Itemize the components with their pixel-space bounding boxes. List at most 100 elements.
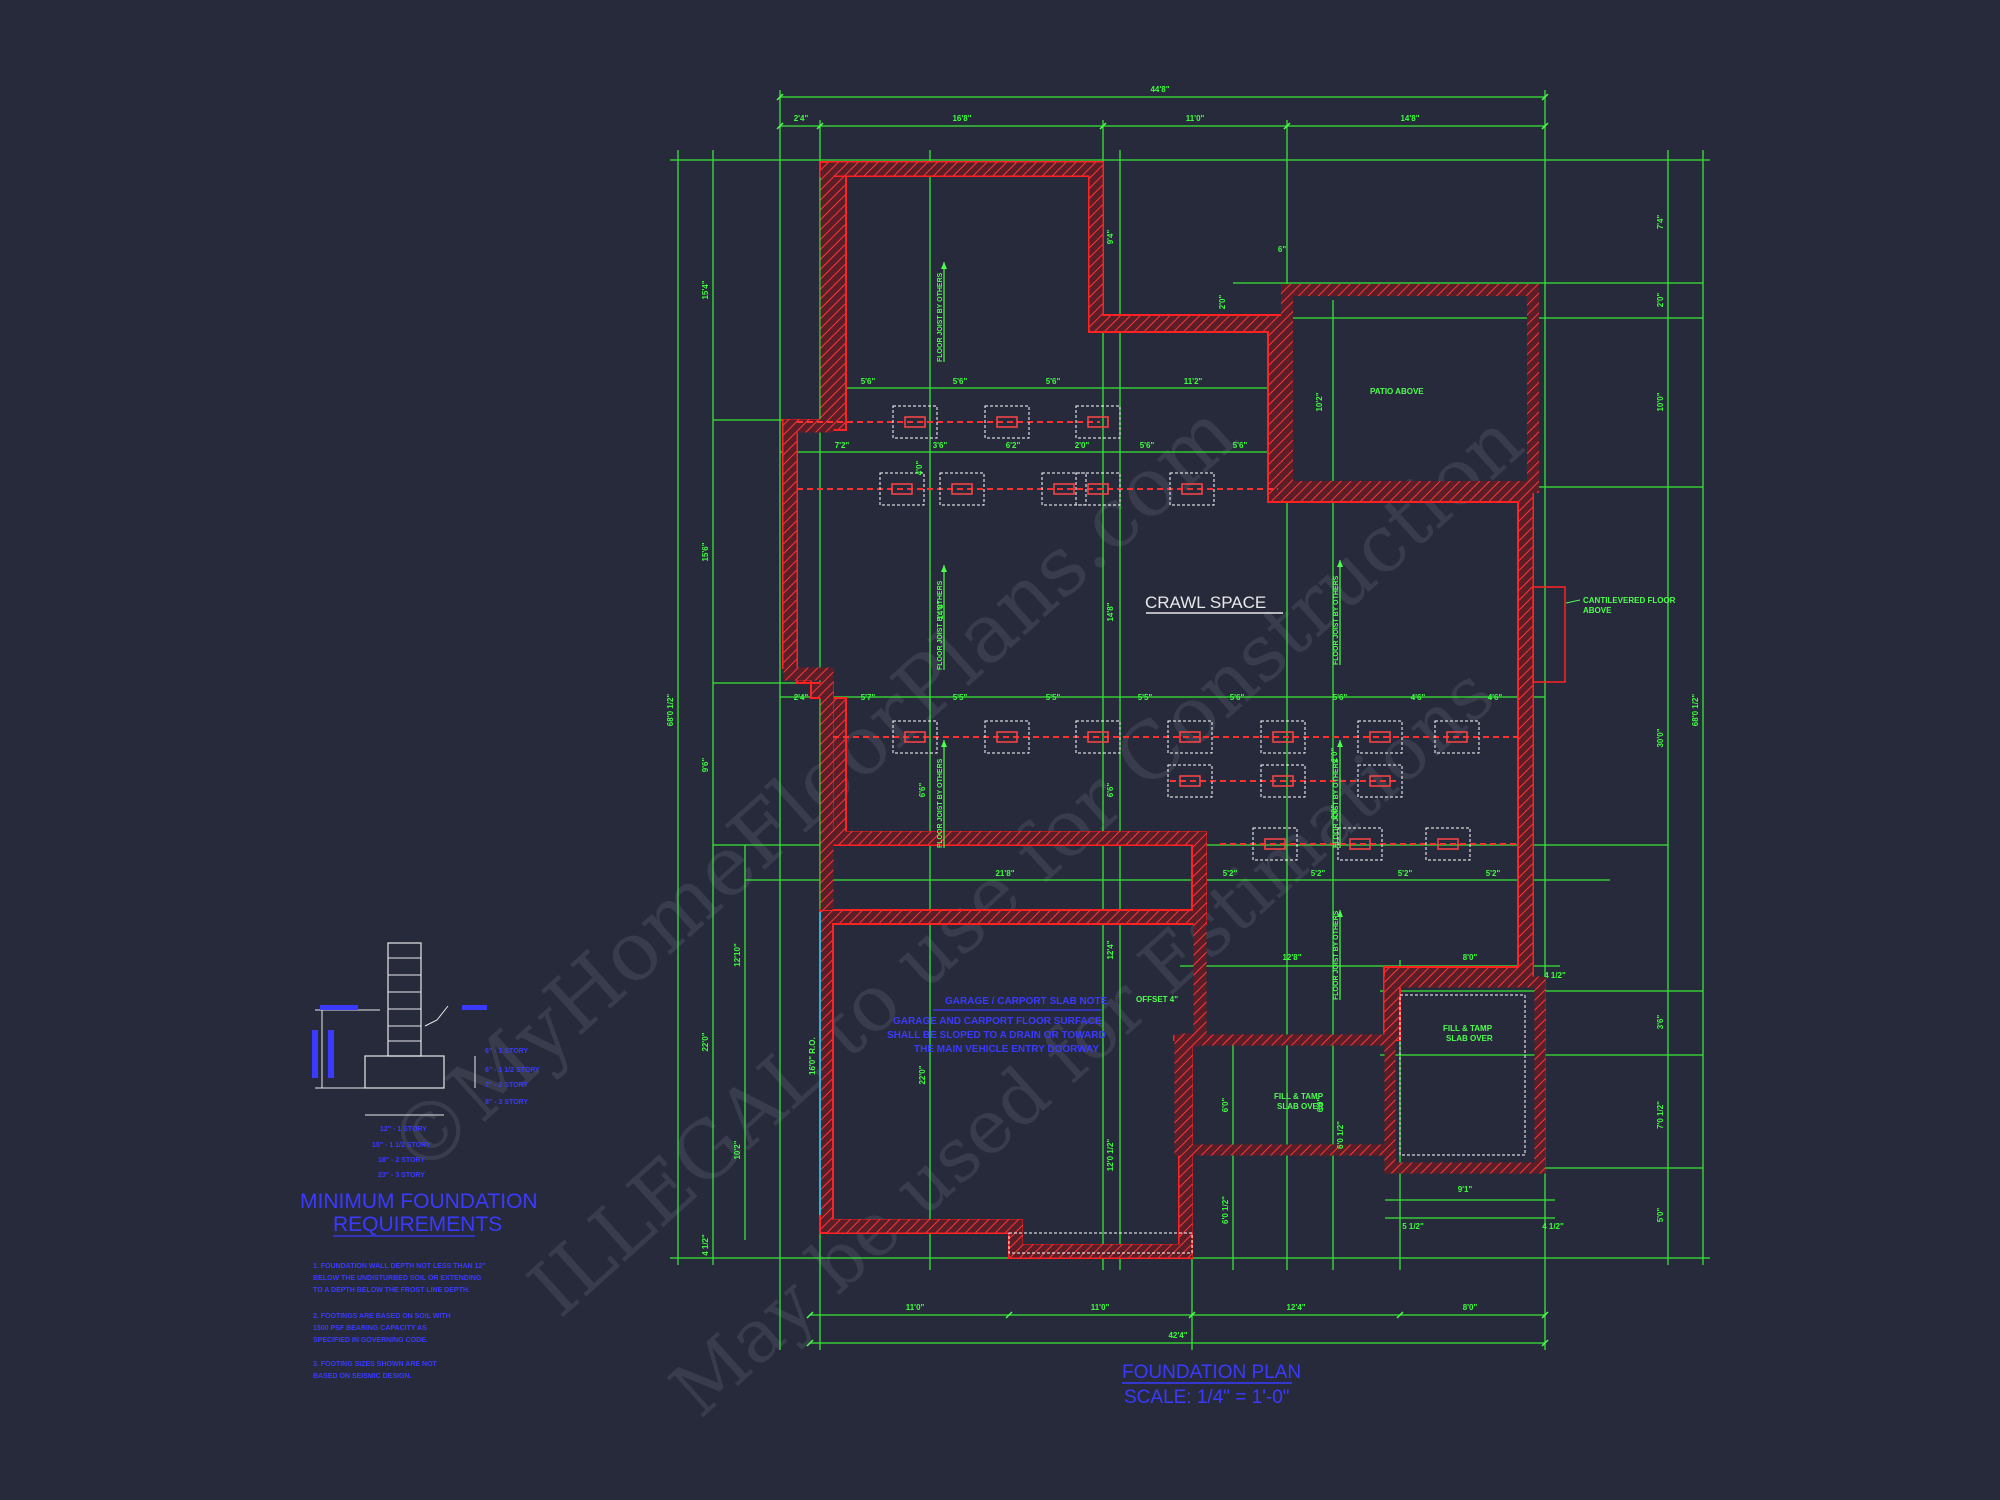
offset-label: OFFSET 4" <box>1136 995 1178 1004</box>
dim-misc-14: 4 1/2" <box>1544 971 1566 980</box>
floor-joist-label: FLOOR JOIST BY OTHERS <box>1333 758 1340 848</box>
dim-row2-6: 5'6" <box>1233 441 1248 450</box>
dim-row3-9: 4'6" <box>1488 693 1503 702</box>
pier-footings <box>879 405 1480 861</box>
floor-joist-label: FLOOR JOIST BY OTHERS <box>937 580 944 670</box>
fill-tamp-label-2: SLAB OVER <box>1446 1034 1493 1043</box>
floor-joist-label: FLOOR JOIST BY OTHERS <box>1333 910 1340 1000</box>
pier-17 <box>1260 764 1306 798</box>
dim-row2-5: 5'6" <box>1140 441 1155 450</box>
dim-tick <box>816 122 824 130</box>
dim-misc-7: 6'6" <box>918 782 927 797</box>
joist-arrow-6: FLOOR JOIST BY OTHERS <box>1333 910 1343 1000</box>
dim-misc-3: 2'0" <box>1218 294 1227 309</box>
pier-2 <box>984 405 1030 439</box>
floor-joist-label: FLOOR JOIST BY OTHERS <box>937 758 944 848</box>
pier-3 <box>1075 405 1121 439</box>
pier-9 <box>892 720 938 754</box>
wall-outline <box>827 162 1533 1040</box>
dim-row3-1: 2'4" <box>794 693 809 702</box>
detail-right-3: 7" - 2 STORY <box>485 1082 528 1089</box>
pier-15 <box>1434 720 1480 754</box>
foundation-detail: 6" - 1 STORY 6" - 1 1/2 STORY 7" - 2 STO… <box>300 942 540 1380</box>
dim-tick <box>1283 122 1291 130</box>
dim-bottom-3: 12'4" <box>1286 1303 1305 1312</box>
dim-bottom-overall: 42'4" <box>1168 1331 1187 1340</box>
dim-bottom-4: 8'0" <box>1463 1303 1478 1312</box>
dim-misc-12: 12'8" <box>1282 953 1301 962</box>
dim-top-2: 16'8" <box>952 114 971 123</box>
pier-4 <box>879 472 925 506</box>
wall-garage-top <box>833 831 1207 1040</box>
dim-top-4: 14'8" <box>1400 114 1419 123</box>
garage-apron <box>1008 1232 1193 1254</box>
fill-tamp-label-1: FILL & TAMP <box>1443 1024 1493 1033</box>
dim-misc-6: 14'8" <box>1106 602 1115 621</box>
dim-tick <box>776 93 784 101</box>
detail-note-1: 1. FOUNDATION WALL DEPTH NOT LESS THAN 1… <box>313 1263 486 1270</box>
detail-note-4: 2. FOOTINGS ARE BASED ON SOIL WITH <box>313 1313 451 1320</box>
dim-misc-18: 9'1" <box>1458 1185 1473 1194</box>
crawl-space-label: CRAWL SPACE <box>1145 593 1266 612</box>
dim-bottom-1: 11'0" <box>906 1303 925 1312</box>
dim-top-overall: 44'8" <box>1150 85 1169 94</box>
pier-18 <box>1357 764 1403 798</box>
cantilever-outline <box>1532 586 1566 683</box>
dim-row1-1: 5'6" <box>861 377 876 386</box>
cantilever-label-1: CANTILEVERED FLOOR <box>1583 596 1676 605</box>
pier-14 <box>1357 720 1403 754</box>
dim-misc-24: 2'0" <box>1330 804 1339 819</box>
floor-joist-label: FLOOR JOIST BY OTHERS <box>1333 575 1340 665</box>
detail-note-7: 3. FOOTING SIZES SHOWN ARE NOT <box>313 1361 438 1368</box>
dim-top-3: 11'0" <box>1186 114 1205 123</box>
detail-bottom-2: 15" - 1 1/2 STORY <box>372 1142 431 1149</box>
dim-row3-6: 5'6" <box>1230 693 1245 702</box>
dim-row3-4: 5'5" <box>1046 693 1061 702</box>
dim-row1-3: 5'6" <box>1046 377 1061 386</box>
dim-row5-4: 5'2" <box>1398 869 1413 878</box>
dim-top-1: 2'4" <box>794 114 809 123</box>
patio-label: PATIO ABOVE <box>1370 387 1424 396</box>
pier-20 <box>1337 827 1383 861</box>
joist-arrow-3: FLOOR JOIST BY OTHERS <box>937 740 947 848</box>
dim-misc-19: 5 1/2" <box>1402 1222 1424 1231</box>
dim-row2-3: 6'2" <box>1006 441 1021 450</box>
dim-row5-2: 5'2" <box>1223 869 1238 878</box>
pier-10 <box>984 720 1030 754</box>
dim-row1-4: 11'2" <box>1184 377 1203 386</box>
plan-title: FOUNDATION PLAN <box>1122 1362 1301 1383</box>
pier-19 <box>1252 827 1298 861</box>
detail-note-6: SPECIFIED IN GOVERNING CODE. <box>313 1337 428 1344</box>
joist-arrow-5: FLOOR JOIST BY OTHERS <box>1333 740 1343 848</box>
dim-tick <box>806 1339 814 1347</box>
pier-21 <box>1425 827 1471 861</box>
block-wall <box>387 942 422 1057</box>
dim-row5-1: 21'8" <box>995 869 1014 878</box>
dim-right-1: 7'4" <box>1656 214 1665 229</box>
dim-row3-5: 5'5" <box>1138 693 1153 702</box>
dim-row3-8: 4'6" <box>1411 693 1426 702</box>
floor-joist-label: FLOOR JOIST BY OTHERS <box>937 272 944 362</box>
floor-joist-arrows: FLOOR JOIST BY OTHERS FLOOR JOIST BY OTHE… <box>937 262 1343 1000</box>
dim-misc-23: 2'0" <box>1330 747 1339 762</box>
dim-tick <box>1541 1311 1549 1319</box>
fill-slab-dash <box>1399 994 1526 1156</box>
fill-slab-wall-2 <box>1384 976 1546 1174</box>
dim-misc-11: 6'0 1/2" <box>1221 1196 1230 1224</box>
dim-left-6: 10'2" <box>733 1140 742 1159</box>
pier-7 <box>1075 472 1121 506</box>
dim-left-3: 9'6" <box>701 757 710 772</box>
dim-misc-13: 8'0" <box>1463 953 1478 962</box>
dim-row5-5: 5'2" <box>1486 869 1501 878</box>
dim-right-6: 7'0 1/2" <box>1656 1101 1665 1129</box>
footing <box>364 1055 445 1089</box>
detail-note-3: TO A DEPTH BELOW THE FROST LINE DEPTH. <box>313 1287 470 1294</box>
garage-note-line-2: SHALL BE SLOPED TO A DRAIN OR TOWARD <box>887 1030 1106 1041</box>
plan-labels: CRAWL SPACE PATIO ABOVE CANTILEVERED FLO… <box>808 387 1676 1408</box>
dim-left-1: 15'4" <box>701 280 710 299</box>
dim-tick <box>1396 1311 1404 1319</box>
pier-1 <box>892 405 938 439</box>
dim-tick <box>1099 122 1107 130</box>
pier-16 <box>1167 764 1213 798</box>
dim-tick <box>1541 93 1549 101</box>
